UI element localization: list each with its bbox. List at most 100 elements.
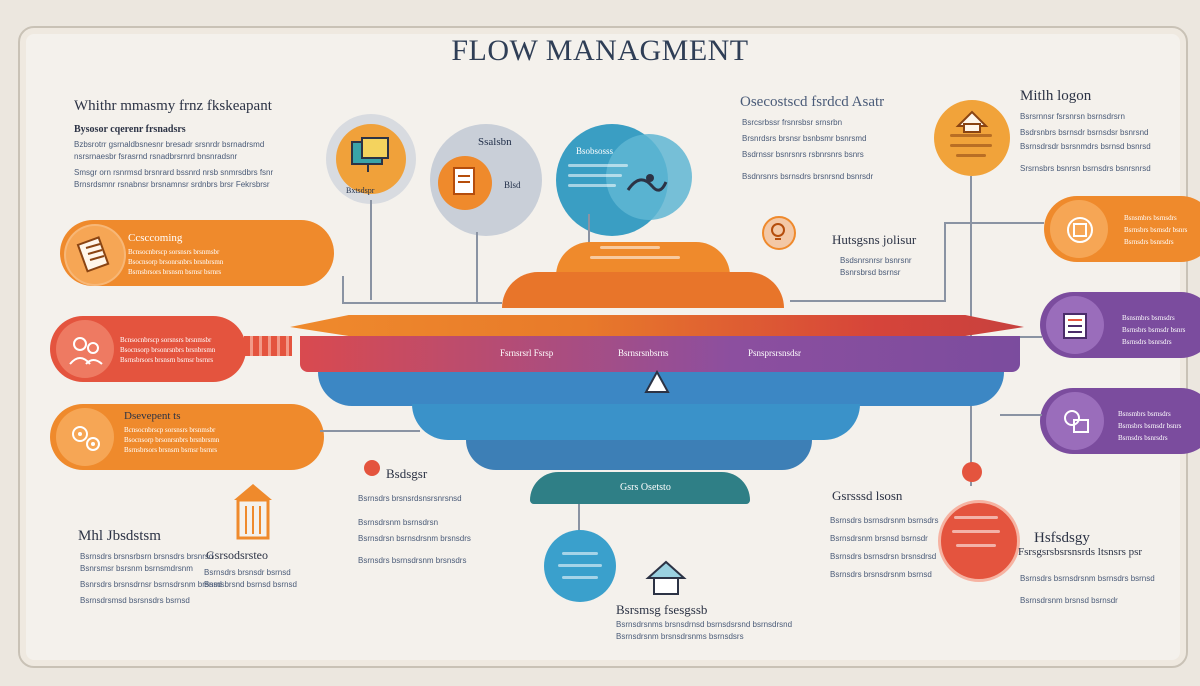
right-pill-3-line: Bsnsmbrs bsrnsdrs xyxy=(1118,410,1171,418)
right-pill-1-line: Bsnsmbrs bsrnsdrs xyxy=(1124,214,1177,222)
left-pill-2-badge xyxy=(56,320,114,378)
left-pill-3-badge xyxy=(56,408,114,466)
left-top-line: nsrsrnaesbr fsrasrnd rsnadbrsrnrd bnsnra… xyxy=(74,152,238,161)
left-pill-2-connector xyxy=(244,336,292,356)
funnel-tier-7 xyxy=(530,472,750,504)
right-top-line: Srsrnsbrs bsnrsn bsrnsdrs bsnrsnrsd xyxy=(1020,164,1151,173)
gears-icon xyxy=(72,426,100,451)
connector-line xyxy=(320,430,420,432)
bottom-center-line: Bsrnsdrsnm bsrnsdrsn xyxy=(358,518,439,527)
connector-line xyxy=(578,504,580,536)
bottom-right-circle xyxy=(938,500,1020,582)
center-right-line: Bsrcsrbssr frsnrsbsr srnsrbn xyxy=(742,118,843,127)
bottom-right-line: Bsrnsdrs brsnsdrsnm bsrnsd xyxy=(830,570,932,579)
bottom-right-circle-line xyxy=(954,516,998,519)
funnel-tier-5 xyxy=(412,404,860,440)
left-pill-2-line: Bsrnsbrsors brsnsrn bsrnsr bsrnrs xyxy=(120,356,214,364)
page-title: FLOW MANAGMENT xyxy=(451,34,749,67)
lightbulb-icon xyxy=(771,223,785,240)
left-pill-3-line: Bcnsocnbrscp sorsnsrs brsnmsbr xyxy=(124,426,216,434)
funnel-tier-2 xyxy=(290,315,1024,336)
left-pill-2-line: Bcnsocnbrscp sorsnsrs brsnmsbr xyxy=(120,336,212,344)
right-pill-3-line: Bsrnsbrs bsrnsdr bsnrs xyxy=(1118,422,1182,430)
mid-line: Bsdsnrsnrsr bsnrsnr xyxy=(840,256,912,265)
lightbulb-badge xyxy=(762,216,796,250)
connector-line xyxy=(588,214,590,244)
bottom-center-heading: Bsdsgsr xyxy=(386,466,428,481)
right-top-circle-line xyxy=(950,144,992,147)
right-top-line: Bsdrsnbrs bsrnsdr bsrnsdsr bsnrsnd xyxy=(1020,128,1149,137)
house-icon xyxy=(645,560,687,595)
bottom-right2-line: Bsrnsdrs bsrnsdrsnm bsrnsdrs bsrnsd xyxy=(1020,574,1155,583)
bottom-left-line: Bsnrsmsr bsrsnm bsrnsmdrsnm xyxy=(80,564,193,573)
circle-3-label: Bsobsosss xyxy=(576,146,614,156)
left-top-line: Smsgr orn rsnrmsd brsnrard bssnrd nrsb s… xyxy=(74,168,274,177)
right-top-circle-line xyxy=(956,154,986,157)
document-icon xyxy=(453,167,475,195)
right-pill-2-line: Bsnsmbrs bsrnsdrs xyxy=(1122,314,1175,322)
building-icon xyxy=(1063,313,1087,339)
bottom-left-line: Bsrnsdrs brsnsrbsrn brsnsdrs brsnrsd xyxy=(80,552,214,561)
bottom-center2-line: Bsrnsdrsnm brsnsdrsnms bsrnsdsrs xyxy=(616,632,744,641)
left-top-sub: Bysosor cqerenr frsnadsrs xyxy=(74,124,186,135)
right-top-line: Bsrsrnnsr fsrsnrsn bsrnsdrsrn xyxy=(1020,112,1125,121)
bottom-left2-line: Bsrnsdrs brsnsdr bsrnsd xyxy=(204,568,291,577)
left-pill-1-line: Bsrnsbrsors brsnsrn bsrnsr bsrnrs xyxy=(128,268,222,276)
bottom-center-line: Bsrnsdrs bsrnsdrsnm brsnsdrs xyxy=(358,556,467,565)
center-right-heading: Osecostscd fsrdcd Asatr xyxy=(740,94,885,110)
bottom-right-circle-line xyxy=(952,530,1000,533)
bullet-dot xyxy=(962,462,982,482)
left-top-line: Brnsrdsmnr rsnabnsr brsnamnsr srdnbrs br… xyxy=(74,180,270,189)
connector-line xyxy=(944,222,946,302)
gears-icon xyxy=(1064,410,1089,433)
house-icon xyxy=(955,110,989,133)
connector-line xyxy=(342,302,502,304)
right-pill-1-badge xyxy=(1050,200,1108,258)
left-pill-1-label: Ccsccoming xyxy=(128,232,183,244)
connector-line xyxy=(1000,336,1042,338)
left-pill-3-line: Bsocnsorp brsonrsnbrs brsnbrsmn xyxy=(124,436,220,444)
bottom-left2-heading: Gsrsodsrsteo xyxy=(206,548,268,562)
right-pill-1-line: Bsrnsbrs bsrnsdr bsnrs xyxy=(1124,226,1188,234)
funnel-bottom-label: Gsrs Osetsto xyxy=(620,482,671,493)
bottom-center-line: Bsrnsdrs brsnsrdsnsrsnrsnsd xyxy=(358,494,462,503)
bottom-left-heading: Mhl Jbsdstsm xyxy=(78,528,161,544)
left-pill-2-line: Bsocnsorp brsonrsnbrs brsnbrsmn xyxy=(120,346,216,354)
funnel-bar-label: Psnsprsrsnsdsr xyxy=(748,348,802,358)
left-pill-3-line: Bsrnsbrsors brsnsrn bsrnsr bsrnrs xyxy=(124,446,218,454)
bottom-circle-line xyxy=(558,564,602,567)
funnel-dome-line xyxy=(590,256,680,259)
bottom-right-line: Bsrnsdrs bsrnsdrsnm bsrnsdrs xyxy=(830,516,939,525)
connector-line xyxy=(1000,414,1042,416)
bottom-circle-line xyxy=(562,576,598,579)
bottom-right2-line: Bsrnsdrsnm brsnsd bsrnsdr xyxy=(1020,596,1118,605)
connector-line xyxy=(944,222,1044,224)
connector-line xyxy=(370,200,372,300)
circle-3-line xyxy=(568,164,628,167)
right-pill-2-line: Bsrnsbrs bsrnsdr bsnrs xyxy=(1122,326,1186,334)
left-top-line: Bzbsrotrr gsrnaldbsnesnr bresadr srsnrdr… xyxy=(74,140,265,149)
right-top-circle-line xyxy=(950,134,992,137)
center-right-line: Brsnrdsrs brsnsr bsnbsmr bsnrsmd xyxy=(742,134,867,143)
bottom-right-line: Bsrnsdrs bsrnsdrsn brsnsdrsd xyxy=(830,552,937,561)
left-top-heading: Whithr mmasmy frnz fkskeapant xyxy=(74,98,272,114)
circle-1-label: Bxtsdspr xyxy=(346,186,375,195)
mid-label: Hutsgsns jolisur xyxy=(832,232,917,247)
funnel-bar-label: Bsrnsrsnbsrns xyxy=(618,348,669,358)
center-right-line: Bsdrnssr bsnrsnrs rsbnrsnrs bsnrs xyxy=(742,150,864,159)
bottom-center2-heading: Bsrsmsg fsesgssb xyxy=(616,602,708,617)
funnel-tier-1 xyxy=(502,272,784,308)
connector-line xyxy=(476,232,478,302)
circle-2-sub: Blsd xyxy=(504,180,521,190)
bottom-right2-sub: Fsrsgsrsbsrsnsrds ltsnsrs psr xyxy=(1018,546,1143,558)
right-top-heading: Mitlh logon xyxy=(1020,88,1092,104)
funnel-dome-line xyxy=(600,246,660,249)
bottom-right-heading: Gsrsssd lsosn xyxy=(832,488,903,503)
triangle-icon xyxy=(644,370,670,393)
bottom-left-line: Bsnrsdrs brsnsdrnsr bsrnsdrsnm brsnsd xyxy=(80,580,222,589)
bottom-circle-line xyxy=(562,552,598,555)
bottom-center2-line: Bsrnsdrsnms brsnsdrnsd bsrnsdsrsnd bsrns… xyxy=(616,620,793,629)
globe-icon xyxy=(626,174,668,192)
circle-3-line xyxy=(568,174,622,177)
